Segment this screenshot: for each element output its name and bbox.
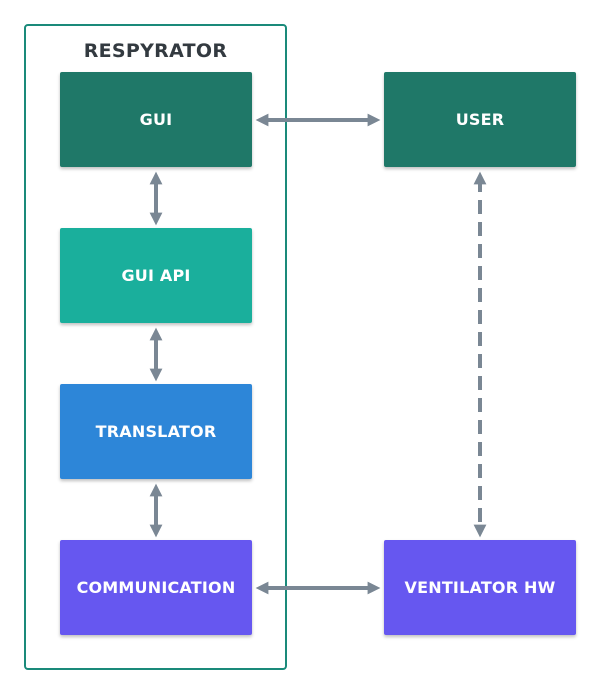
respyrator-container: RESPYRATOR bbox=[24, 24, 287, 670]
gui-box: GUI bbox=[60, 72, 252, 167]
container-title: RESPYRATOR bbox=[83, 40, 228, 62]
